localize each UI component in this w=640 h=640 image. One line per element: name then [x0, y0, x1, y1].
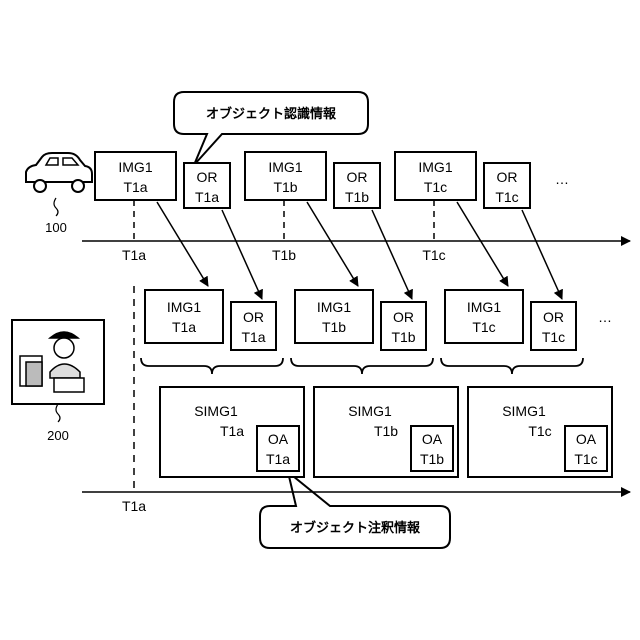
- img-frame-top-line1: IMG1: [118, 159, 152, 175]
- top-row-ellipsis: …: [555, 171, 569, 187]
- vehicle-ref-label: 100: [45, 220, 67, 235]
- or-frame-received-line2: T1a: [241, 329, 265, 345]
- or-frame-received-line2: T1b: [391, 329, 415, 345]
- operator-ref-label: 200: [47, 428, 69, 443]
- or-frame-received-line1: OR: [243, 309, 264, 325]
- axis-tick-label: T1a: [122, 247, 146, 263]
- oa-frame-line1: OA: [422, 431, 443, 447]
- img-frame-received: [445, 290, 523, 343]
- operator-axis-tick-label: T1a: [122, 498, 146, 514]
- img-transfer-arrow: [457, 202, 508, 286]
- or-frame-received-line1: OR: [543, 309, 564, 325]
- axis-tick-label: T1b: [272, 247, 296, 263]
- oa-frame-line2: T1c: [574, 451, 597, 467]
- img-frame-received: [145, 290, 223, 343]
- axis-tick-label: T1c: [422, 247, 445, 263]
- img-frame-top-line2: T1a: [123, 179, 147, 195]
- or-frame-top-line1: OR: [197, 169, 218, 185]
- img-transfer-arrow: [157, 202, 208, 286]
- img-frame-received-line2: T1c: [472, 319, 495, 335]
- img-frame-received-line1: IMG1: [317, 299, 351, 315]
- simg-frame-line1: SIMG1: [502, 403, 546, 419]
- annotation-callout-text: オブジェクト注釈情報: [290, 520, 421, 536]
- or-frame-received-line1: OR: [393, 309, 414, 325]
- vehicle-leader-line: [54, 198, 58, 216]
- group-brace: [141, 358, 283, 374]
- or-transfer-arrow: [372, 210, 412, 299]
- operator-leader-line: [56, 404, 60, 422]
- img-frame-received: [295, 290, 373, 343]
- or-transfer-arrow: [522, 210, 562, 299]
- img-frame-top-line2: T1b: [273, 179, 297, 195]
- oa-frame-line2: T1a: [266, 451, 290, 467]
- simg-frame-line2: T1c: [528, 423, 551, 439]
- img-frame-top-line1: IMG1: [268, 159, 302, 175]
- img-frame-received-line1: IMG1: [467, 299, 501, 315]
- img-frame-received-line1: IMG1: [167, 299, 201, 315]
- or-frame-top-line2: T1b: [345, 189, 369, 205]
- oa-frame-line1: OA: [576, 431, 597, 447]
- car-icon: [26, 153, 92, 192]
- group-brace: [441, 358, 583, 374]
- simg-frame-line1: SIMG1: [348, 403, 392, 419]
- simg-frame-line2: T1b: [374, 423, 398, 439]
- or-frame-top-line1: OR: [497, 169, 518, 185]
- or-transfer-arrow: [222, 210, 262, 299]
- or-frame-top-line2: T1a: [195, 189, 219, 205]
- annotation-callout: [260, 472, 450, 548]
- simg-frame-line2: T1a: [220, 423, 244, 439]
- recognition-callout-text: オブジェクト認識情報: [206, 106, 337, 122]
- img-frame-received-line2: T1a: [172, 319, 196, 335]
- oa-frame-line1: OA: [268, 431, 289, 447]
- img-transfer-arrow: [307, 202, 358, 286]
- oa-frame-line2: T1b: [420, 451, 444, 467]
- or-frame-top-line1: OR: [347, 169, 368, 185]
- or-frame-received-line2: T1c: [542, 329, 565, 345]
- img-frame-top-line1: IMG1: [418, 159, 452, 175]
- middle-row-ellipsis: …: [598, 309, 612, 325]
- img-frame-received-line2: T1b: [322, 319, 346, 335]
- group-brace: [291, 358, 433, 374]
- img-frame-top-line2: T1c: [424, 179, 447, 195]
- simg-frame-line1: SIMG1: [194, 403, 238, 419]
- or-frame-top-line2: T1c: [495, 189, 518, 205]
